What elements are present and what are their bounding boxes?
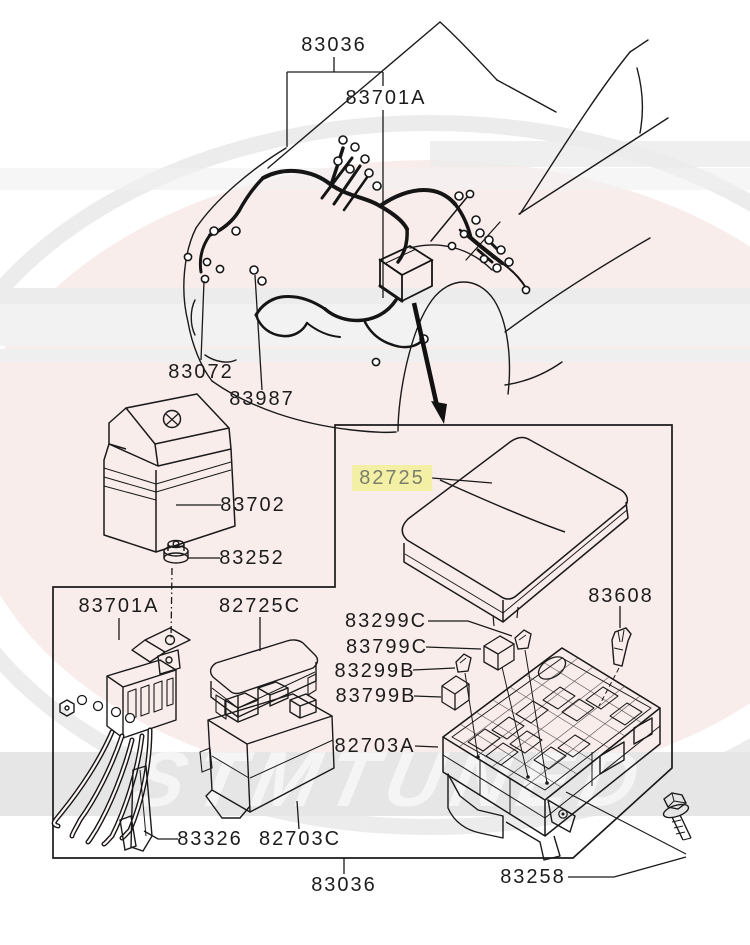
detail-enclosure-outline xyxy=(52,424,673,859)
part-label-82725-highlighted: 82725 xyxy=(352,465,432,491)
part-label-83702: 83702 xyxy=(220,494,286,516)
fusible-link-block-83701A xyxy=(59,627,191,739)
part-label-83799C: 83799C xyxy=(345,636,429,658)
part-label-83252: 83252 xyxy=(219,547,285,569)
nut-83252 xyxy=(163,539,189,564)
car-outline xyxy=(183,21,669,434)
part-label-83036-bottom: 83036 xyxy=(311,874,377,896)
part-label-83326: 83326 xyxy=(177,828,243,850)
part-label-82725C: 82725C xyxy=(218,595,302,617)
fuse-puller-83608 xyxy=(611,627,632,667)
part-label-83608: 83608 xyxy=(588,585,654,607)
svg-text:STMTUNED: STMTUNED xyxy=(125,736,657,823)
bracket-83326 xyxy=(119,765,153,852)
battery-wires xyxy=(51,727,153,847)
clip-83299B xyxy=(455,653,472,673)
part-label-83987: 83987 xyxy=(229,388,295,410)
relay-box-cover-83702 xyxy=(103,393,236,553)
part-label-83036-top: 83036 xyxy=(301,34,367,56)
bolt-83258 xyxy=(662,792,692,841)
part-label-83072: 83072 xyxy=(168,361,234,383)
part-label-83258: 83258 xyxy=(500,866,566,888)
part-label-83299C: 83299C xyxy=(344,610,428,632)
part-label-83701A-lower: 83701A xyxy=(78,595,160,617)
part-label-83799B: 83799B xyxy=(335,685,417,707)
wiring-harness xyxy=(183,135,531,367)
part-label-83701A-top: 83701A xyxy=(345,87,427,109)
part-label-83299B: 83299B xyxy=(334,660,416,682)
pointer-arrow xyxy=(411,302,447,424)
fuse-box-lid-82725 xyxy=(401,436,629,627)
part-label-82703C: 82703C xyxy=(258,828,342,850)
relay-block-82703C xyxy=(199,681,335,819)
relay-83799C xyxy=(483,635,515,671)
watermark-text: STMTUNED xyxy=(125,736,657,823)
leader-lines xyxy=(118,57,687,878)
main-fuse-box-82703A xyxy=(442,647,661,861)
clip-83299C xyxy=(514,629,532,650)
part-label-82703A: 82703A xyxy=(334,735,416,757)
